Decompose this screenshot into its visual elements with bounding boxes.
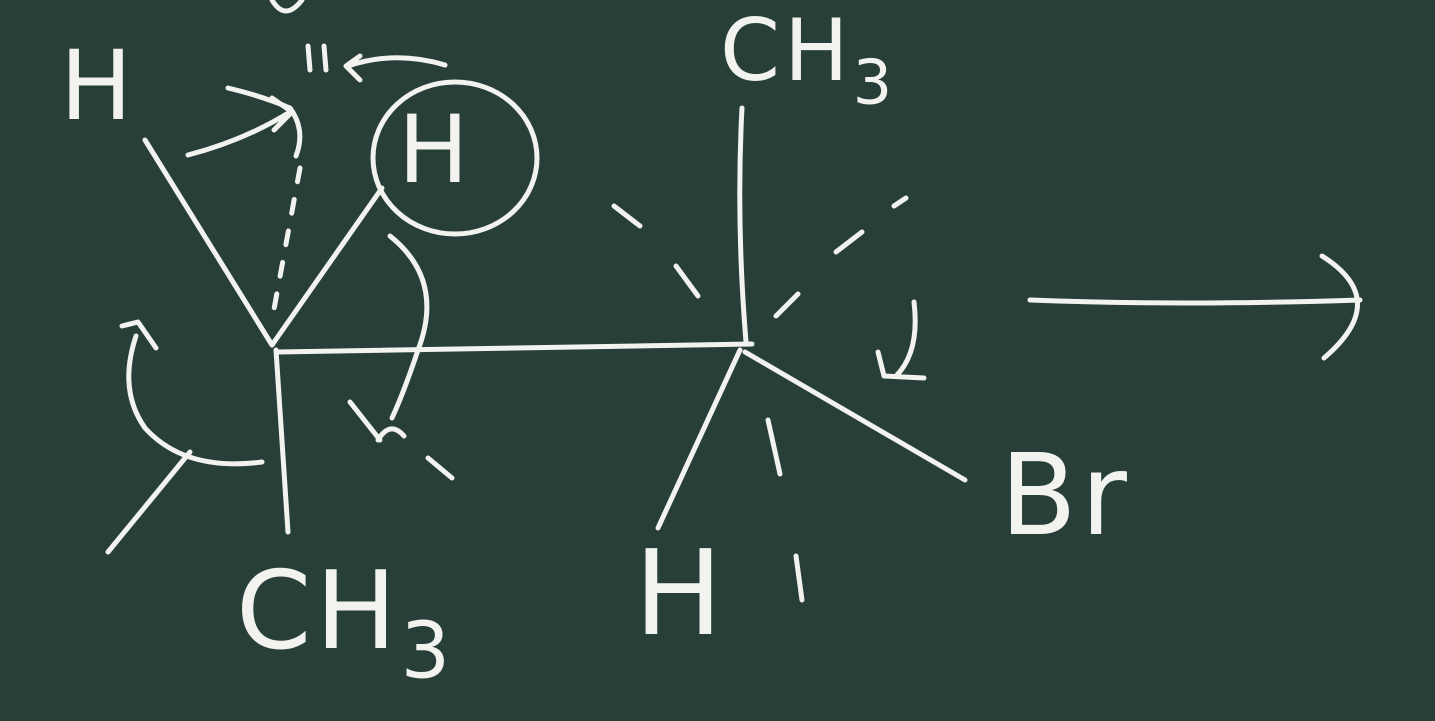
- bond-back-to-top-ch3: [737, 105, 749, 345]
- label-front-top-left-h: H: [60, 30, 137, 142]
- dashed-bond-back-upper-left-a: [611, 203, 643, 229]
- dashed-bond-back-upper-right-a: [773, 291, 801, 319]
- dashed-bond-front-lower-right-b: [425, 455, 455, 481]
- bond-front-to-bottom-ch3: [273, 347, 291, 535]
- bond-c-c-central: [275, 341, 755, 355]
- dashed-bond-back-lower-a: [765, 417, 783, 477]
- dashed-bond-front-lower-right-a: [347, 399, 383, 443]
- partial-mark-top-c: [321, 43, 329, 73]
- dashed-bond-back-upper-right-b: [833, 229, 865, 255]
- bond-front-to-top-left-h: [142, 137, 275, 348]
- circle-around-h: [370, 79, 540, 237]
- partial-mark-top-a: [269, 0, 305, 14]
- label-back-top-ch3: CH3: [720, 8, 896, 113]
- dashed-bond-back-upper-right-c: [891, 195, 909, 209]
- dashed-bond-back-upper-left-b: [673, 263, 701, 299]
- label-circled-h: H: [398, 96, 473, 205]
- label-front-bottom-ch3: CH3: [236, 558, 454, 691]
- label-back-top-ch: CH: [720, 1, 853, 101]
- curved-arrow-h-to-top: [185, 95, 295, 158]
- label-back-bottom-h: H: [634, 524, 727, 662]
- label-front-bottom-subscript: 3: [400, 606, 455, 697]
- bond-back-to-br: [742, 349, 968, 483]
- curved-arrow-top: [343, 53, 448, 83]
- bond-front-to-circled-h: [269, 185, 385, 348]
- label-back-br: Br: [1000, 431, 1131, 561]
- curved-arrow-left-of-front: [119, 319, 265, 467]
- curved-arrow-right-of-front: [375, 233, 430, 443]
- reaction-arrow-head: [1319, 253, 1360, 361]
- label-back-top-subscript: 3: [852, 46, 897, 119]
- partial-mark-top-b: [305, 43, 313, 73]
- dashed-bond-back-lower-b: [793, 553, 805, 603]
- bond-front-lower-left: [105, 449, 193, 555]
- bond-back-to-bottom-h: [655, 347, 743, 531]
- curved-arrow-h-to-top-tail: [225, 85, 303, 159]
- curved-arrow-back-right: [875, 299, 927, 381]
- label-front-bottom-ch: CH: [236, 549, 401, 674]
- dashed-bond-front-top: [269, 165, 303, 323]
- reaction-arrow-line: [1027, 297, 1363, 306]
